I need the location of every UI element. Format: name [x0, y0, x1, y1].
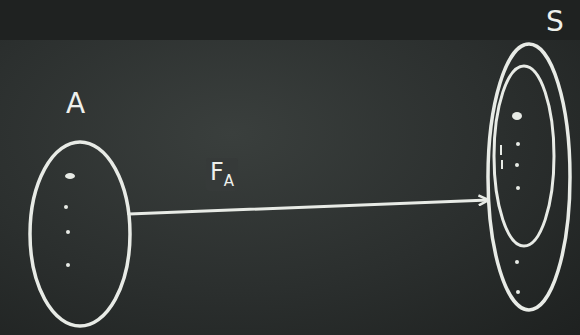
element-dot	[516, 142, 520, 146]
oval-border	[30, 142, 130, 326]
set-oval: S	[486, 42, 572, 312]
element-dot	[516, 186, 520, 190]
set-oval: A	[28, 140, 132, 328]
element-dots	[500, 112, 522, 294]
inner-oval	[494, 66, 554, 246]
oval-outline	[486, 42, 572, 312]
element-dot	[66, 263, 70, 267]
chalk-mark	[500, 145, 502, 155]
element-dot	[64, 205, 68, 209]
element-dot	[516, 290, 520, 294]
mapping-arrow	[129, 200, 489, 214]
oval-outline	[28, 140, 132, 328]
function-label: FA	[206, 158, 238, 191]
chalk-mark	[501, 160, 503, 169]
oval-border	[488, 44, 570, 310]
element-dot	[65, 173, 75, 179]
element-dot	[515, 163, 519, 167]
element-dot	[512, 112, 522, 120]
element-dot	[66, 230, 70, 234]
element-dot	[515, 260, 519, 264]
set-name: A	[66, 90, 85, 118]
board-ledge	[0, 0, 580, 40]
set-name: S	[546, 8, 564, 36]
element-dots	[64, 173, 75, 267]
